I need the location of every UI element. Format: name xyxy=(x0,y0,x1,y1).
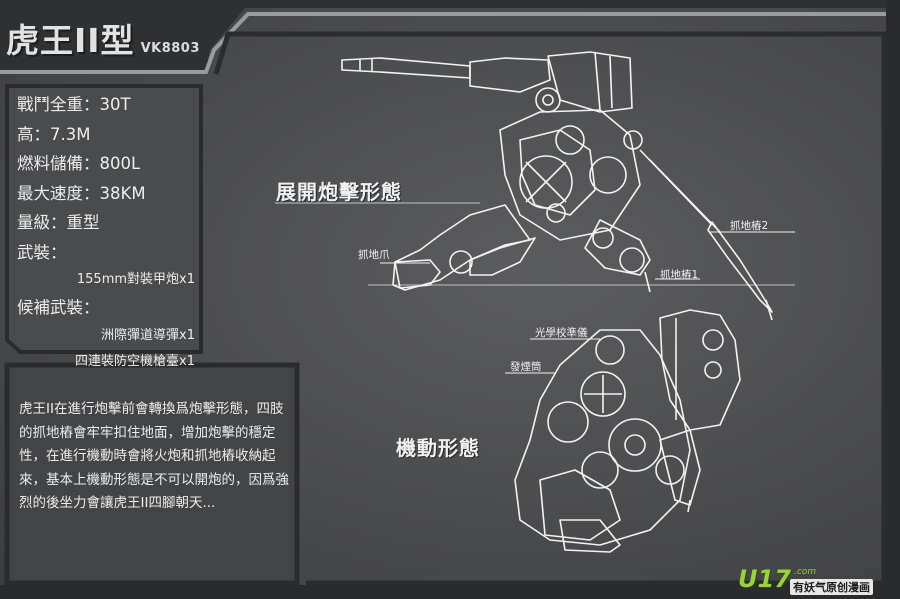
callout-stake-2: 抓地樁2 xyxy=(730,220,769,232)
callout-sight: 光學校準儀 xyxy=(535,327,588,339)
description-panel: 虎王II在進行炮擊前會轉換爲炮擊形態，四肢的抓地樁會牢牢扣住地面，增加炮擊的穩定… xyxy=(7,365,297,583)
spec-speed: 最大速度：38KM xyxy=(17,183,146,203)
support-item: 四連裝防空機槍臺x1 xyxy=(75,353,195,369)
callout-claw: 抓地爪 xyxy=(358,249,390,261)
logo-domain: .com xyxy=(794,567,817,577)
mobile-mech xyxy=(514,309,741,553)
spec-class: 量級：重型 xyxy=(17,213,100,232)
logo-brand: U17 xyxy=(738,565,791,593)
model-code: VK8803 xyxy=(140,41,200,56)
spec-armament-heading: 武裝： xyxy=(17,242,67,262)
support-item: 洲際彈道導彈x1 xyxy=(101,327,195,343)
spec-panel: 戰鬥全重：30T 高：7.3M 燃料儲備：800L 最大速度：38KM 量級：重… xyxy=(7,86,201,369)
description-text: 虎王II在進行炮擊前會轉換爲炮擊形態，四肢的抓地樁會牢牢扣住地面，增加炮擊的穩定… xyxy=(19,401,289,511)
callout-smoke: 發煙筒 xyxy=(510,361,542,373)
page-title: 虎王II型 xyxy=(6,21,135,60)
mobile-mode-label: 機動形態 xyxy=(396,436,480,460)
spec-fuel: 燃料儲備：800L xyxy=(17,154,141,173)
u17-logo: U17 .com 有妖气原创漫画 xyxy=(738,565,888,595)
spec-weight: 戰鬥全重：30T xyxy=(17,95,131,114)
deployed-mech xyxy=(341,51,773,321)
deploy-mode-label: 展開炮擊形態 xyxy=(276,180,402,204)
armament-item: 155mm對裝甲炮x1 xyxy=(76,272,195,287)
support-heading: 候補武裝： xyxy=(17,298,100,317)
spec-list: 戰鬥全重：30T 高：7.3M 燃料儲備：800L 最大速度：38KM 量級：重… xyxy=(17,90,195,375)
callout-stake-1: 抓地樁1 xyxy=(660,269,699,281)
logo-tagline: 有妖气原创漫画 xyxy=(790,579,873,595)
spec-height: 高：7.3M xyxy=(17,124,91,144)
title-block: 虎王II型 VK8803 xyxy=(6,14,200,60)
